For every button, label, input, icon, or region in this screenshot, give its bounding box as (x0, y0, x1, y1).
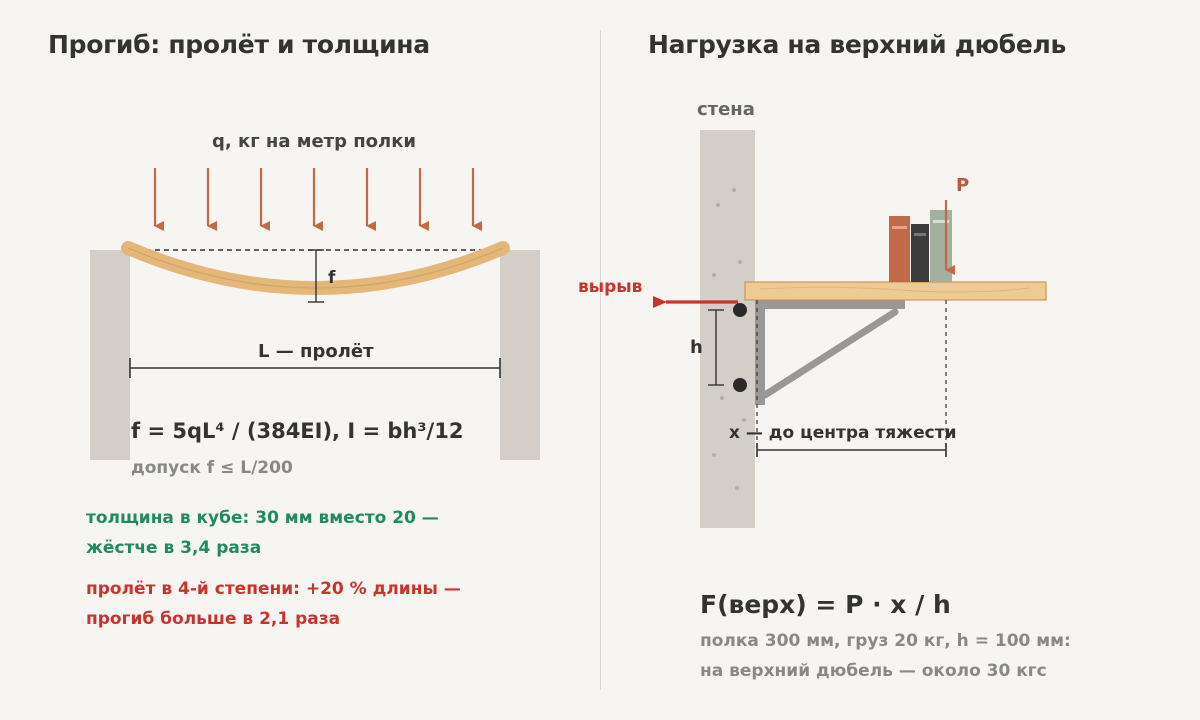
deflection-label: f (328, 268, 336, 288)
span-note-line: пролёт в 4-й степени: +20 % длины — (86, 579, 461, 599)
thickness-note: толщина в кубе: 30 мм вместо 20 — жёстче… (86, 503, 526, 563)
distributed-load-arrows (153, 168, 482, 231)
thickness-note-line: жёстче в 3,4 раза (86, 538, 262, 558)
book-dark (911, 224, 929, 282)
pull-out-label: вырыв (578, 277, 643, 297)
example-calculation: полка 300 мм, груз 20 кг, h = 100 мм: на… (700, 626, 1160, 686)
top-dowel (733, 303, 747, 317)
right-panel-title: Нагрузка на верхний дюбель (648, 30, 1066, 59)
wall (700, 130, 755, 528)
books (889, 210, 952, 282)
wall-texture-dots (712, 188, 746, 490)
deflection-dimension (308, 249, 324, 303)
deflection-tolerance: допуск f ≤ L/200 (131, 458, 293, 478)
right-support (500, 250, 540, 460)
wall-label: стена (697, 99, 755, 120)
load-p-label: P (956, 175, 970, 196)
span-note-line: прогиб больше в 2,1 раза (86, 609, 341, 629)
left-support (90, 250, 130, 460)
left-panel-title: Прогиб: пролёт и толщина (48, 30, 430, 59)
example-line: полка 300 мм, груз 20 кг, h = 100 мм: (700, 631, 1071, 651)
span-label: L — пролёт (258, 341, 374, 362)
example-line: на верхний дюбель — около 30 кгс (700, 661, 1047, 681)
panel-divider (600, 30, 601, 690)
thickness-note-line: толщина в кубе: 30 мм вместо 20 — (86, 508, 439, 528)
span-note: пролёт в 4-й степени: +20 % длины — прог… (86, 574, 526, 634)
height-dimension (708, 309, 724, 386)
distributed-load-label: q, кг на метр полки (212, 131, 417, 152)
distance-dimension (756, 300, 947, 460)
height-label: h (690, 337, 703, 358)
distance-label: x — до центра тяжести (729, 423, 957, 443)
bottom-dowel (733, 378, 747, 392)
shelf-bracket (755, 299, 905, 405)
deflection-formula: f = 5qL⁴ / (384EI), I = bh³/12 (131, 419, 464, 443)
span-dimension (129, 358, 501, 378)
dowel-force-formula: F(верх) = P · x / h (700, 590, 951, 619)
book-red (889, 216, 910, 282)
